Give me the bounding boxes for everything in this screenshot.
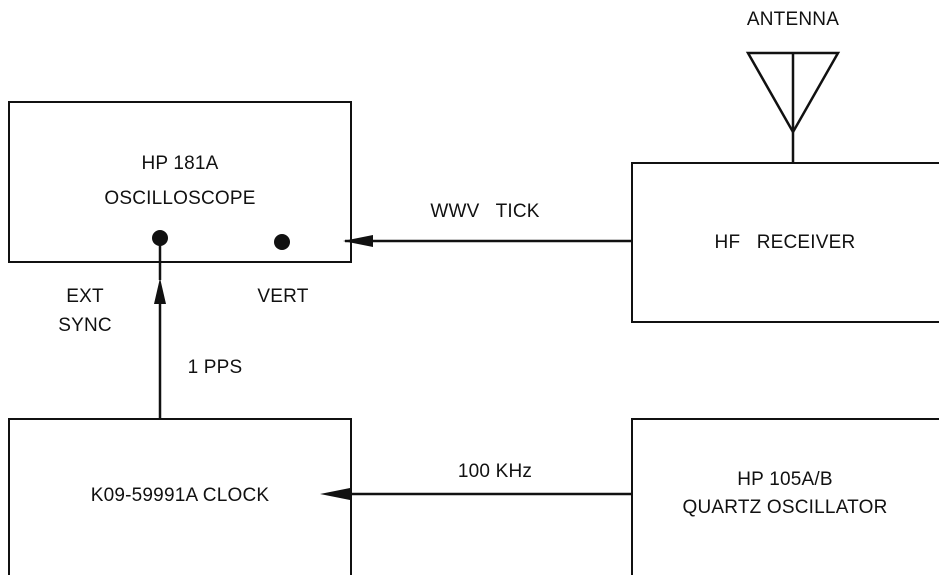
quartz-name-label: QUARTZ OSCILLATOR — [682, 497, 888, 518]
oscilloscope-model-label: HP 181A — [141, 153, 219, 174]
ext-sync-label-line1: EXT — [66, 286, 104, 307]
pps-label: 1 PPS — [187, 357, 243, 378]
antenna-icon — [745, 51, 841, 162]
antenna-label: ANTENNA — [746, 9, 840, 30]
vert-terminal — [274, 234, 290, 250]
khz-arrowhead — [320, 488, 350, 500]
quartz-oscillator-block — [631, 418, 939, 575]
wwv-tick-label: WWV TICK — [430, 201, 540, 222]
oscilloscope-name-label: OSCILLOSCOPE — [104, 188, 256, 209]
oscilloscope-block — [8, 101, 352, 263]
wwv-tick-arrowhead — [343, 235, 373, 247]
hf-receiver-label: HF RECEIVER — [714, 232, 856, 253]
clock-block — [8, 418, 352, 575]
hf-receiver-block — [631, 162, 939, 323]
ext-sync-terminal — [152, 230, 168, 246]
pps-arrowhead — [154, 278, 166, 304]
khz-label: 100 KHz — [457, 461, 533, 482]
quartz-model-label: HP 105A/B — [737, 469, 833, 490]
vert-label: VERT — [257, 286, 309, 307]
clock-label: K09-59991A CLOCK — [90, 485, 270, 506]
ext-sync-label-line2: SYNC — [58, 315, 112, 336]
